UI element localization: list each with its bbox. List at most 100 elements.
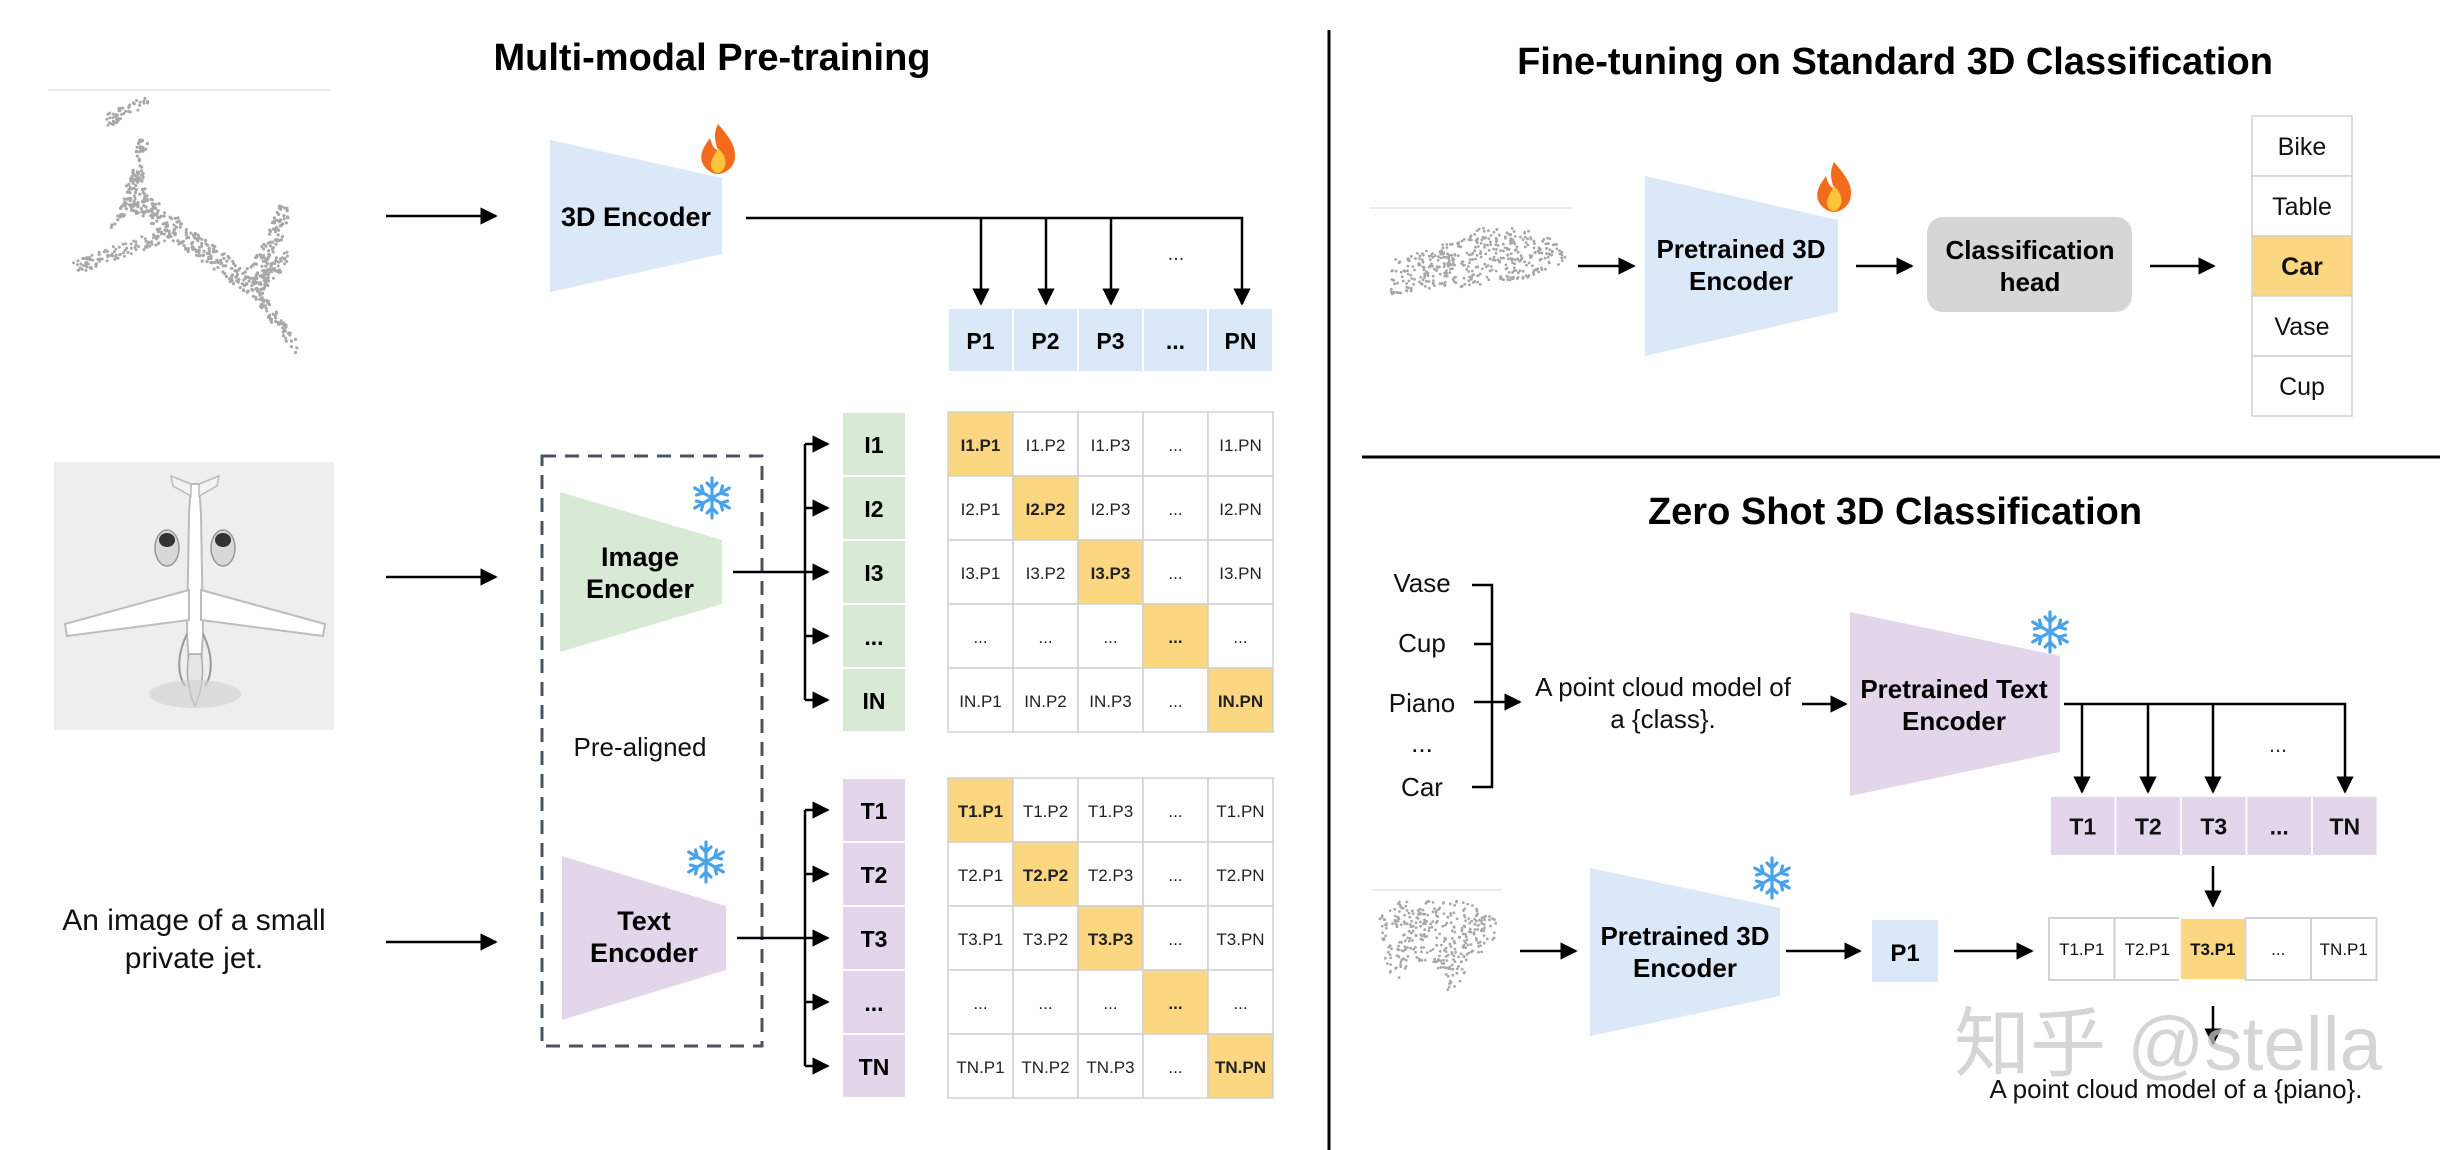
matrix-cell [1142,475,1209,541]
matrix-cell-label: IN.P3 [1089,692,1132,711]
class-label-text: Bike [2278,133,2327,161]
point-token-label: P3 [1096,328,1124,354]
image-token-label: ... [864,624,883,650]
matrix-cell [1207,841,1274,907]
text-token [841,969,907,1035]
jet-rendered-image [54,462,334,730]
matrix-cell-label: I2.P2 [1026,500,1066,519]
image-token [841,475,907,541]
matrix-cell [1142,667,1209,733]
point-token [1207,307,1274,373]
matrix-cell [1207,905,1274,971]
matrix-cell-label: ... [1168,628,1182,647]
matrix-cell-label: T2.P1 [958,866,1003,885]
pre-aligned-box [540,454,764,1048]
zeroshot-score-cell-label: ... [2271,940,2285,959]
3d-encoder-label: 3D Encoder [561,202,712,232]
zeroshot-text-token [2180,795,2248,857]
matrix-cell-label: T1.P3 [1088,802,1133,821]
matrix-cell-label: I2.P3 [1091,500,1131,519]
matrix-cell-label: T2.PN [1216,866,1264,885]
matrix-cell [947,1033,1014,1099]
matrix-cell-label: TN.PN [1215,1058,1266,1077]
text-token-label: T2 [861,862,888,888]
matrix-cell [1012,841,1079,907]
matrix-cell-label: TN.P1 [956,1058,1004,1077]
zeroshot-score-cell [2310,917,2378,981]
text-token-label: T3 [861,926,888,952]
zeroshot-score-cell-label: T1.P1 [2059,940,2104,959]
class-label-text: Table [2272,193,2332,221]
zeroshot-score-cell [2048,917,2116,981]
matrix-cell [947,841,1014,907]
class-label-cell [2251,355,2353,417]
matrix-cell [1207,667,1274,733]
point-token [1142,307,1209,373]
matrix-cell [1077,411,1144,477]
matrix-cell [1077,841,1144,907]
zeroshot-score-cell [2179,917,2247,981]
text-encoder-branch-arrows [737,801,830,1075]
zeroshot-score-cell-label: T3.P1 [2190,940,2235,959]
pre-aligned-label: Pre-aligned [574,732,707,762]
snowflake-icon [1753,856,1791,900]
zeroshot-text-token-label: T2 [2135,813,2162,839]
matrix-cell-label: ... [1233,994,1247,1013]
text-token-label: T1 [861,798,888,824]
matrix-cell-label: ... [973,628,987,647]
text-token-label: ... [864,990,883,1016]
fire-icon [1817,162,1852,212]
matrix-cell-label: I1.P1 [961,436,1001,455]
zeroshot-score-cell-label: TN.P1 [2320,940,2368,959]
p1-token: P1 [1872,920,1938,982]
zeroshot-class-text: Cup [1398,628,1446,658]
matrix-cell-label: I1.P3 [1091,436,1131,455]
matrix-cell [1012,969,1079,1035]
point-token [947,307,1014,373]
matrix-cell-label: ... [1168,802,1182,821]
jet-caption-line-1: An image of a small [62,904,325,937]
point-token [1012,307,1079,373]
matrix-cell-label: ... [1233,628,1247,647]
matrix-cell-label: TN.P2 [1021,1058,1069,1077]
matrix-cell [1207,969,1274,1035]
snowflake-icon [693,476,731,520]
matrix-cell-label: T1.PN [1216,802,1264,821]
matrix-cell-label: I2.P1 [961,500,1001,519]
point-token-label: P2 [1031,328,1059,354]
class-label-cell [2251,175,2353,237]
text-token [841,1033,907,1099]
matrix-cell-label: T1.P2 [1023,802,1068,821]
class-bracket [1472,583,1522,789]
zeroshot-class-text: Piano [1389,688,1456,718]
matrix-cell [1207,1033,1274,1099]
matrix-cell-label: T3.P1 [958,930,1003,949]
matrix-cell [1207,777,1274,843]
matrix-cell [1077,667,1144,733]
zeroshot-text-token [2049,795,2117,857]
matrix-cell [947,969,1014,1035]
matrix-cell-label: T3.PN [1216,930,1264,949]
matrix-cell [1012,777,1079,843]
matrix-cell [1142,841,1209,907]
matrix-cell-label: ... [1168,500,1182,519]
class-label-text: Cup [2279,373,2325,401]
matrix-cell-label: ... [1103,628,1117,647]
matrix-cell [1142,777,1209,843]
matrix-cell [1142,969,1209,1035]
matrix-cell-label: I3.P2 [1026,564,1066,583]
